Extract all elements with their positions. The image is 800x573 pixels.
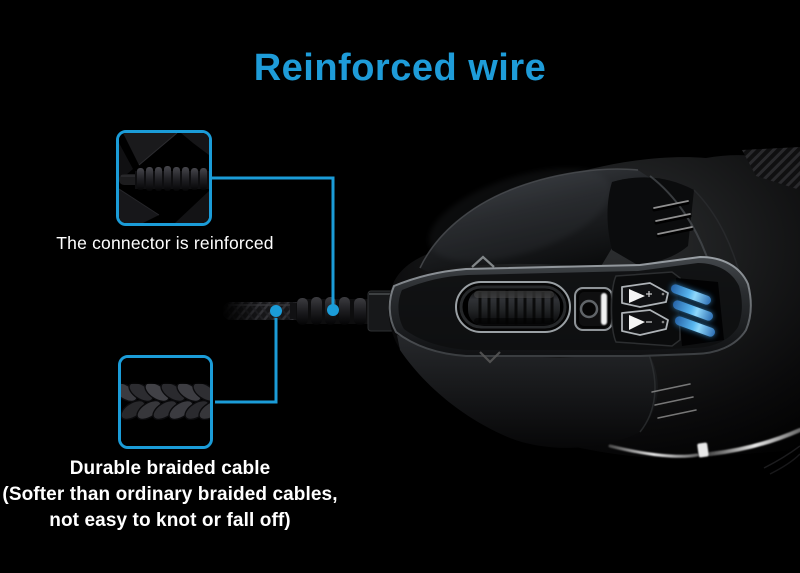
- dpi-shift-button: [574, 287, 613, 331]
- cable-caption-line-1: Durable braided cable: [69, 458, 271, 479]
- gaming-mouse: [388, 147, 800, 475]
- connector-closeup-image: [119, 133, 209, 223]
- cable-caption-line-2: (Softer than ordinary braided cables,: [2, 484, 338, 505]
- grip-texture: [742, 147, 800, 190]
- shell-groove-lines: [652, 200, 694, 238]
- connector-anchor-dot: [327, 304, 339, 316]
- plus-icon: [646, 291, 652, 297]
- dpi-up-button: [621, 282, 669, 308]
- cable-caption-line-3: not easy to knot or fall off): [49, 510, 291, 531]
- bottom-rim-highlight: [608, 428, 800, 475]
- cable-anchor-dot: [270, 305, 282, 317]
- dpi-down-triangle-icon: [629, 315, 645, 330]
- scroll-wheel: [455, 281, 571, 333]
- page-title: Reinforced wire: [253, 47, 547, 90]
- chevron-down-mark: [479, 351, 501, 364]
- led-stripes: [670, 278, 724, 346]
- callout-lines: [212, 176, 335, 404]
- shell-divider-wedge: [607, 177, 694, 264]
- lower-button-facet: [397, 335, 658, 448]
- bottom-groove-lines: [651, 383, 697, 419]
- cable-leader-line: [215, 318, 278, 404]
- connector-caption: The connector is reinforced: [56, 233, 274, 253]
- shift-button-icon: [579, 299, 599, 319]
- dpi-down-button: [621, 309, 669, 336]
- braided-cable-thumbnail-box: [118, 355, 213, 449]
- chevron-up-mark: [471, 255, 495, 268]
- braided-cable-closeup-image: [121, 358, 210, 446]
- cable-caption: Durable braided cable (Softer than ordin…: [0, 456, 340, 534]
- dpi-button-cluster: [610, 271, 681, 347]
- braided-cable: [222, 302, 308, 320]
- connector-thumbnail-box: [116, 130, 212, 226]
- dpi-up-triangle-icon: [629, 289, 645, 303]
- connector-leader-line: [212, 176, 335, 305]
